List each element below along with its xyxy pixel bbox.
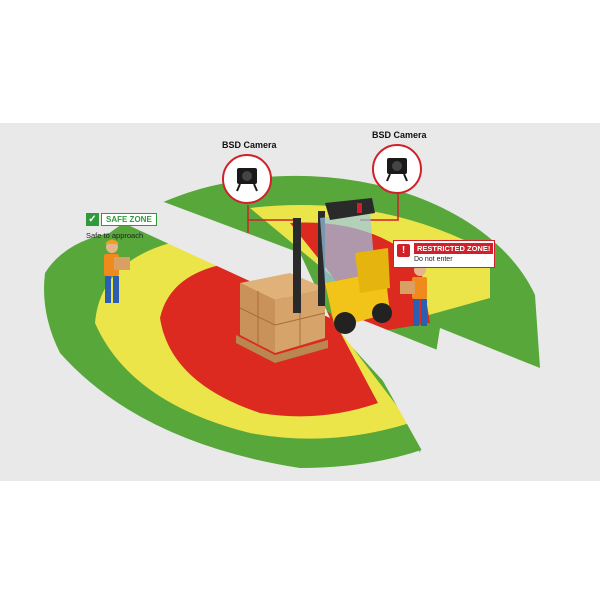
restricted-zone-tag: ! RESTRICTED ZONE! Do not enter [393,240,495,268]
restricted-zone-subtitle: Do not enter [414,256,453,263]
safe-zone-title: SAFE ZONE [101,213,157,226]
clear-path-wedge [345,313,520,481]
camera-cable-right [360,193,399,221]
camera-label-right: BSD Camera [372,130,427,140]
worker-left [104,239,130,303]
pallet-load [236,273,328,363]
warning-icon: ! [397,244,410,257]
forklift [293,198,392,334]
forklift-safety-scene: BSD Camera BSD Camera ✓ SAFE ZONE Safe t… [0,123,600,481]
camera-bubble-left [222,154,272,204]
camera-icon [236,168,258,192]
worker-right [400,262,427,326]
camera-label-left: BSD Camera [222,140,277,150]
zone-diagram [44,175,540,481]
safe-zone-tag: ✓ SAFE ZONE [86,213,157,226]
camera-bubble-right [372,144,422,194]
safe-zone-subtitle: Safe to approach [86,231,144,240]
camera-icon [386,158,408,182]
restricted-zone-title: RESTRICTED ZONE! [414,243,494,254]
check-icon: ✓ [86,213,99,226]
